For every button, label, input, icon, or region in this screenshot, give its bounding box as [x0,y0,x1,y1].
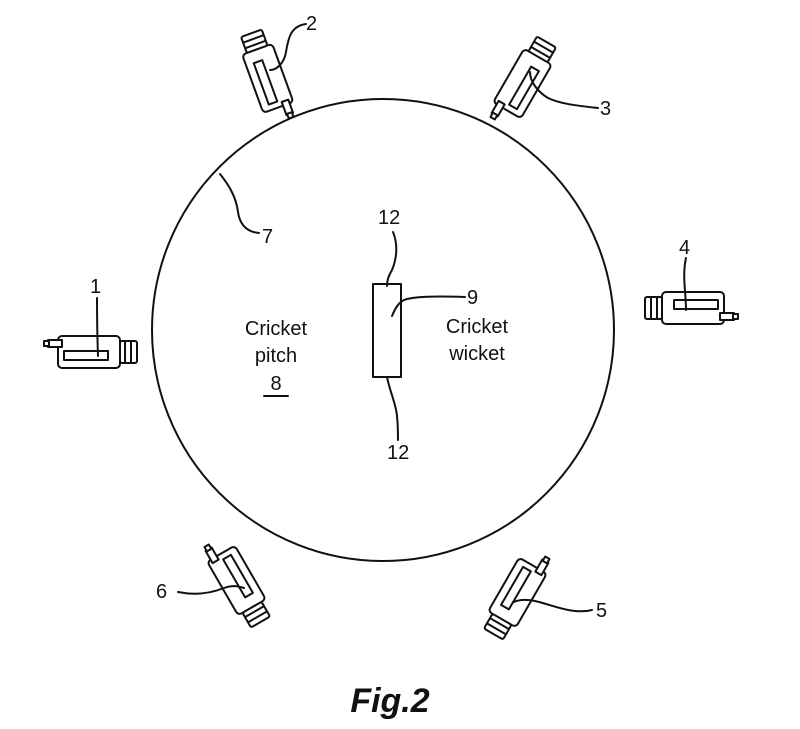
camera-4-ref: 4 [679,237,690,259]
cricket-wicket [372,283,402,378]
wicket-end-ref-top: 12 [378,207,400,229]
wicket-label-line2: wicket [448,343,505,365]
leader-line-4 [683,257,687,311]
leader-line-5 [513,598,593,613]
camera-5-ref: 5 [596,600,607,622]
leader-line-2 [269,23,307,71]
camera-1-ref: 1 [90,276,101,298]
camera-2-ref: 2 [306,13,317,35]
leader-line-12-bottom [386,376,399,441]
leader-line-7 [219,173,260,234]
pitch-ref: 8 [270,373,281,395]
camera-4 [644,291,739,325]
pitch-label-line1: Cricket [245,318,308,340]
pitch-label-line2: pitch [255,345,297,367]
wicket-end-ref-bottom: 12 [387,442,409,464]
leader-line-3 [529,71,599,109]
leader-line-12-top [386,231,398,287]
boundary-ref: 7 [262,226,273,248]
camera-1 [43,335,138,369]
figure-label: Fig.2 [350,682,429,720]
leader-line-9 [391,295,466,317]
wicket-ref: 9 [467,287,478,309]
camera-6 [199,532,276,632]
field-boundary [151,98,615,562]
camera-3-ref: 3 [600,98,611,120]
leader-line-6 [177,585,245,595]
leader-line-1 [96,297,99,357]
camera-5 [478,544,555,644]
camera-3 [485,32,562,132]
wicket-label-line1: Cricket [446,316,509,338]
camera-6-ref: 6 [156,581,167,603]
